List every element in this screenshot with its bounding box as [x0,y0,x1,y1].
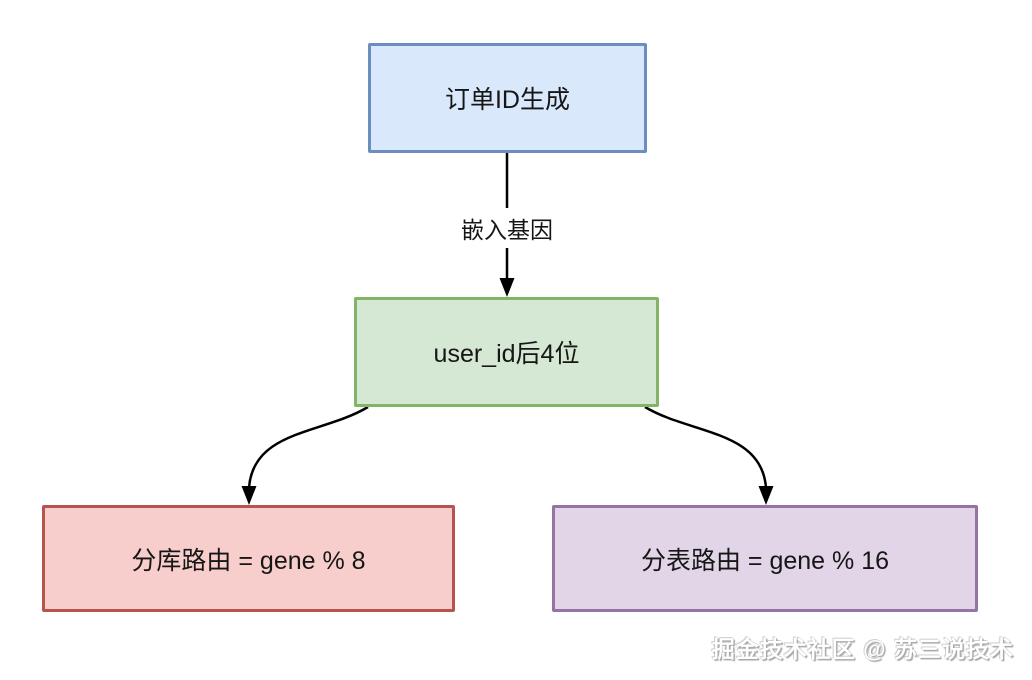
arrow-gene-to-table-route [644,405,774,505]
order-id-node-label: 订单ID生成 [444,86,570,114]
gene-node-label: user_id后4位 [433,340,580,368]
edge-label-embed-gene: 嵌入基因 [455,208,559,248]
watermark-text: 掘金技术社区 @ 苏三说技术 [711,636,1014,662]
gene-node: user_id后4位 [354,297,659,407]
arrow-gene-to-db-route [241,405,369,505]
db-route-node: 分库路由 = gene % 8 [42,505,455,612]
order-id-node: 订单ID生成 [368,43,647,153]
table-route-node: 分表路由 = gene % 16 [552,505,978,612]
db-route-node-label: 分库路由 = gene % 8 [131,546,366,575]
table-route-node-label: 分表路由 = gene % 16 [640,546,890,575]
